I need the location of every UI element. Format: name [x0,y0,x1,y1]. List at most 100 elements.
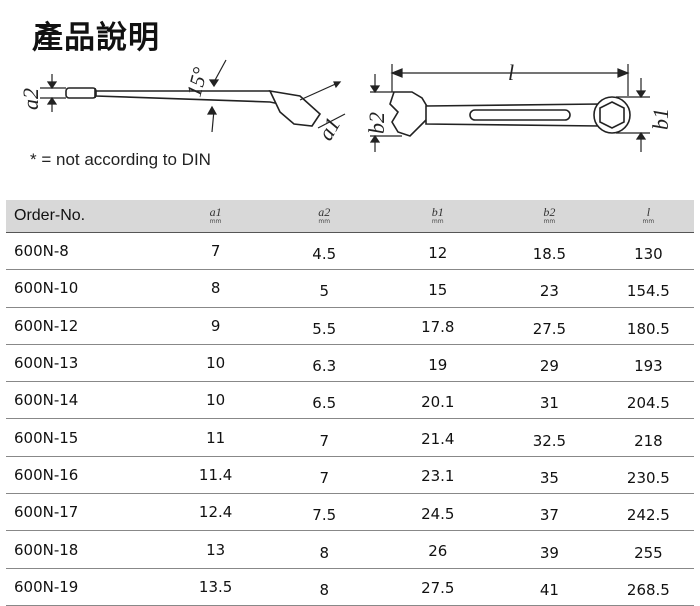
cell-b1: 21.4 [379,418,497,457]
header-b2-symbol: b2 [543,205,556,219]
cell-a1: 8 [162,269,269,308]
table-row: 600N-16 11.4 7 23.1 35 230.5 [6,456,694,495]
cell-b1: 17.8 [379,307,497,345]
cell-a1: 7 [162,232,269,271]
cell-order-no: 600N-12 [6,307,163,345]
header-a2-symbol: a2 [318,205,331,219]
spec-table: Order-No. a1 mm a2 mm b1 mm b2 mm l mm [6,200,694,606]
label-l: l [508,60,514,85]
cell-b1: 15 [379,269,497,308]
cell-order-no: 600N-18 [6,530,163,569]
cell-b1: 24.5 [379,493,497,532]
cell-a2: 5 [268,269,380,308]
cell-l: 242.5 [602,493,694,532]
label-a2: a2 [18,88,43,110]
cell-b2: 37 [496,493,603,532]
cell-l: 218 [602,418,694,457]
spec-table-body: 600N-8 7 4.5 12 18.5 130 600N-10 8 5 15 … [6,232,694,606]
cell-a2: 7.5 [268,493,380,532]
cell-a1: 13 [162,530,269,569]
cell-l: 130 [602,232,694,271]
table-row: 600N-19 13.5 8 27.5 41 268.5 [6,568,694,606]
cell-a2: 8 [268,530,380,569]
dimension-a2 [40,74,66,112]
wrench-dimension-diagram: a2 a1 15° l b2 [18,59,673,152]
cell-a1: 10 [162,344,269,383]
header-a2-unit: mm [318,218,331,225]
table-row: 600N-13 10 6.3 19 29 193 [6,344,694,383]
cell-l: 193 [602,344,694,383]
dimension-l [390,64,630,96]
header-order-no: Order-No. [6,200,163,233]
header-a1: a1 mm [162,200,269,233]
cell-l: 154.5 [602,269,694,308]
wrench-top-view [389,91,631,137]
page-title: 產品說明 [32,20,160,56]
header-a2: a2 mm [268,200,380,233]
cell-l: 268.5 [602,568,694,606]
cell-a1: 11.4 [162,456,269,495]
cell-b1: 20.1 [379,381,497,420]
cell-b2: 35 [496,456,603,495]
header-b2-unit: mm [543,218,556,225]
header-l-symbol: l [646,205,651,219]
header-a1-symbol: a1 [209,205,222,219]
cell-order-no: 600N-8 [6,232,163,271]
cell-order-no: 600N-16 [6,456,163,495]
header-l: l mm [602,200,694,233]
header-b2: b2 mm [496,200,603,233]
dimension-b2 [369,74,402,152]
header-a1-unit: mm [209,218,222,225]
cell-b1: 27.5 [379,568,497,606]
cell-b2: 18.5 [496,232,603,271]
header-b1-unit: mm [431,218,444,225]
label-b1: b1 [648,108,673,130]
header-b1-symbol: b1 [431,205,444,219]
cell-a2: 7 [268,456,380,495]
dimension-angle [206,59,227,133]
cell-b2: 41 [496,568,603,606]
cell-b1: 12 [379,232,497,271]
cell-b2: 23 [496,269,603,308]
table-row: 600N-18 13 8 26 39 255 [6,530,694,569]
cell-order-no: 600N-13 [6,344,163,383]
cell-b2: 31 [496,381,603,420]
table-header-row: Order-No. a1 mm a2 mm b1 mm b2 mm l mm [6,200,694,233]
cell-b2: 39 [496,530,603,569]
cell-a1: 12.4 [162,493,269,532]
cell-a1: 10 [162,381,269,420]
cell-order-no: 600N-10 [6,269,163,308]
dimension-b1 [616,78,650,152]
cell-l: 255 [602,530,694,569]
table-row: 600N-15 11 7 21.4 32.5 218 [6,418,694,457]
table-row: 600N-10 8 5 15 23 154.5 [6,269,694,308]
cell-a2: 6.5 [268,381,380,420]
cell-b2: 29 [496,344,603,383]
cell-order-no: 600N-19 [6,568,163,606]
cell-l: 204.5 [602,381,694,420]
cell-order-no: 600N-15 [6,418,163,457]
table-row: 600N-17 12.4 7.5 24.5 37 242.5 [6,493,694,532]
table-row: 600N-12 9 5.5 17.8 27.5 180.5 [6,307,694,345]
cell-a2: 7 [268,418,380,457]
cell-a2: 8 [268,568,380,606]
cell-b1: 26 [379,530,497,569]
header-l-unit: mm [642,218,655,225]
cell-a2: 4.5 [268,232,380,271]
wrench-side-view [65,87,322,127]
cell-b1: 19 [379,344,497,383]
table-row: 600N-8 7 4.5 12 18.5 130 [6,232,694,271]
label-b2: b2 [364,112,389,134]
cell-b2: 32.5 [496,418,603,457]
cell-a1: 9 [162,307,269,345]
cell-l: 230.5 [602,456,694,495]
cell-a2: 5.5 [268,307,380,345]
din-note: * = not according to DIN [30,150,211,169]
cell-order-no: 600N-14 [6,381,163,420]
cell-order-no: 600N-17 [6,493,163,532]
header-b1: b1 mm [379,200,497,233]
cell-b2: 27.5 [496,307,603,345]
cell-l: 180.5 [602,307,694,345]
table-row: 600N-14 10 6.5 20.1 31 204.5 [6,381,694,420]
cell-b1: 23.1 [379,456,497,495]
